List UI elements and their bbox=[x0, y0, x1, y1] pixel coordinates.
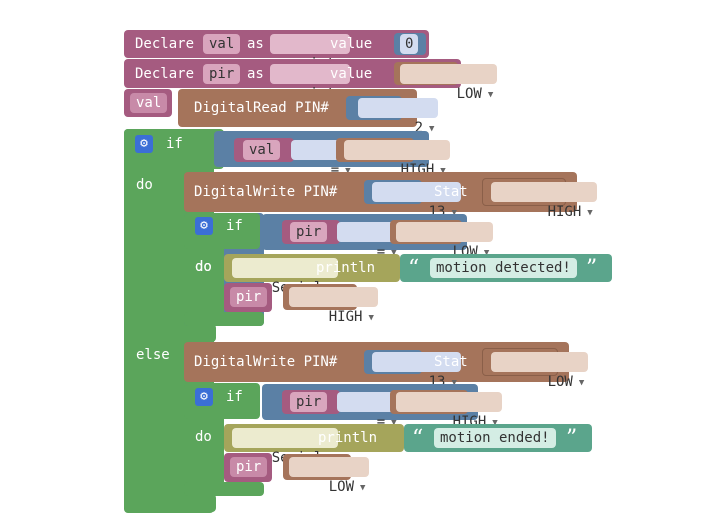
stat-dropdown[interactable]: HIGH▼ bbox=[491, 182, 597, 220]
number-value-block[interactable]: 0 bbox=[394, 33, 426, 55]
value-keyword: value bbox=[330, 36, 373, 52]
var-field[interactable]: val bbox=[243, 140, 281, 160]
gear-icon[interactable]: ⚙ bbox=[195, 388, 213, 406]
assign-val-block[interactable]: val bbox=[124, 89, 172, 117]
serial-println-block[interactable]: Serial▼ println bbox=[224, 424, 404, 466]
constant-dropdown[interactable]: HIGH▼ bbox=[344, 140, 450, 178]
if-keyword: if bbox=[166, 136, 183, 152]
var-block[interactable]: val bbox=[234, 138, 294, 162]
if-footer-bar bbox=[124, 494, 216, 512]
open-quote-icon: “ bbox=[412, 426, 424, 451]
declare-keyword: Declare bbox=[135, 36, 195, 52]
string-field[interactable]: motion detected! bbox=[430, 258, 577, 278]
compare-block[interactable]: val =▼ HIGH▼ bbox=[214, 131, 450, 178]
compare-block[interactable]: pir =▼ HIGH▼ bbox=[262, 384, 502, 430]
constant-dropdown[interactable]: LOW▼ bbox=[396, 222, 494, 260]
do-keyword: do bbox=[136, 177, 153, 193]
chevron-down-icon: ▼ bbox=[440, 166, 446, 176]
close-quote-icon: ” bbox=[566, 426, 578, 451]
string-block[interactable]: “ motion ended! ” bbox=[404, 424, 592, 452]
if-keyword: if bbox=[226, 389, 243, 405]
constant-block[interactable]: LOW▼ bbox=[283, 454, 370, 495]
constant-dropdown[interactable]: LOW▼ bbox=[400, 64, 498, 102]
value-keyword: value bbox=[330, 66, 373, 82]
pin-dropdown[interactable]: 2▼ bbox=[358, 98, 439, 136]
stat-dropdown[interactable]: LOW▼ bbox=[491, 352, 589, 390]
digitalwrite-label: DigitalWrite PIN# bbox=[194, 184, 338, 200]
println-label: println bbox=[318, 430, 378, 446]
stat-block[interactable]: LOW▼ bbox=[482, 348, 589, 390]
string-field[interactable]: motion ended! bbox=[434, 428, 556, 448]
chevron-down-icon: ▼ bbox=[587, 208, 593, 218]
operator-dropdown[interactable]: =▼ bbox=[337, 392, 401, 430]
declare-pir-block[interactable]: Declare pir as int▼ value LOW▼ bbox=[124, 59, 498, 102]
constant-dropdown[interactable]: HIGH▼ bbox=[289, 287, 378, 325]
chevron-down-icon: ▼ bbox=[578, 378, 585, 388]
do-keyword: do bbox=[195, 259, 212, 275]
chevron-down-icon: ▼ bbox=[429, 124, 435, 134]
inner-if-footer bbox=[184, 312, 264, 326]
digitalwrite-block[interactable]: DigitalWrite PIN# 13▼ Stat LOW▼ bbox=[184, 342, 589, 390]
constant-dropdown[interactable]: HIGH▼ bbox=[396, 392, 502, 430]
stat-block[interactable]: HIGH▼ bbox=[482, 178, 597, 220]
println-label: println bbox=[316, 260, 376, 276]
chevron-down-icon: ▼ bbox=[483, 248, 490, 258]
gear-icon[interactable]: ⚙ bbox=[195, 217, 213, 235]
digitalread-label: DigitalRead PIN# bbox=[194, 100, 329, 116]
chevron-down-icon: ▼ bbox=[360, 483, 366, 493]
chevron-down-icon: ▼ bbox=[487, 90, 494, 100]
pin-block[interactable]: 2▼ bbox=[346, 96, 439, 136]
declare-keyword: Declare bbox=[135, 66, 195, 82]
number-field[interactable]: 0 bbox=[400, 34, 419, 54]
pin-block[interactable]: 13▼ bbox=[364, 180, 461, 220]
constant-block[interactable]: HIGH▼ bbox=[336, 138, 450, 178]
var-name-field[interactable]: val bbox=[130, 93, 168, 113]
as-keyword: as bbox=[247, 66, 264, 82]
do-keyword: do bbox=[195, 259, 212, 275]
chevron-down-icon: ▼ bbox=[345, 166, 351, 176]
serial-println-block[interactable]: Serial▼ println bbox=[224, 254, 400, 296]
close-quote-icon: ” bbox=[586, 256, 598, 281]
inner-if-footer bbox=[184, 482, 264, 496]
chevron-down-icon: ▼ bbox=[492, 418, 498, 428]
digitalwrite-block[interactable]: DigitalWrite PIN# 13▼ Stat HIGH▼ bbox=[184, 172, 597, 220]
as-keyword: as bbox=[247, 36, 264, 52]
open-quote-icon: “ bbox=[408, 256, 420, 281]
else-bar bbox=[124, 324, 216, 342]
stat-keyword: Stat bbox=[434, 354, 468, 370]
string-block[interactable]: “ motion detected! ” bbox=[400, 254, 612, 282]
var-name-field[interactable]: val bbox=[203, 34, 241, 54]
chevron-down-icon: ▼ bbox=[391, 248, 397, 258]
var-name-field[interactable]: pir bbox=[203, 64, 241, 84]
chevron-down-icon: ▼ bbox=[451, 208, 457, 218]
else-keyword: else bbox=[136, 347, 170, 363]
set-pir-block[interactable]: pir bbox=[224, 283, 272, 312]
chevron-down-icon: ▼ bbox=[368, 313, 374, 323]
set-pir-block[interactable]: pir bbox=[224, 453, 272, 482]
var-field[interactable]: pir bbox=[290, 392, 328, 412]
chevron-down-icon: ▼ bbox=[391, 418, 397, 428]
constant-dropdown[interactable]: LOW▼ bbox=[289, 457, 370, 495]
constant-block[interactable]: HIGH▼ bbox=[390, 390, 502, 430]
gear-icon[interactable]: ⚙ bbox=[135, 135, 153, 153]
constant-block[interactable]: LOW▼ bbox=[390, 220, 494, 260]
digitalread-block[interactable]: DigitalRead PIN# 2▼ bbox=[178, 89, 439, 136]
var-block[interactable]: pir bbox=[282, 390, 340, 414]
var-field[interactable]: pir bbox=[230, 457, 268, 477]
chevron-down-icon: ▼ bbox=[451, 378, 457, 388]
constant-block[interactable]: LOW▼ bbox=[394, 62, 498, 102]
var-block[interactable]: pir bbox=[282, 220, 340, 244]
var-field[interactable]: pir bbox=[230, 287, 268, 307]
if-keyword: if bbox=[226, 218, 243, 234]
var-field[interactable]: pir bbox=[290, 222, 328, 242]
constant-block[interactable]: HIGH▼ bbox=[283, 284, 378, 325]
declare-val-block[interactable]: Declare val as int▼ value 0 bbox=[124, 30, 429, 72]
operator-dropdown[interactable]: =▼ bbox=[337, 222, 401, 260]
digitalwrite-label: DigitalWrite PIN# bbox=[194, 354, 338, 370]
pin-block[interactable]: 13▼ bbox=[364, 350, 461, 390]
compare-block[interactable]: pir =▼ LOW▼ bbox=[262, 214, 494, 260]
stat-keyword: Stat bbox=[434, 184, 468, 200]
do-keyword: do bbox=[195, 429, 212, 445]
